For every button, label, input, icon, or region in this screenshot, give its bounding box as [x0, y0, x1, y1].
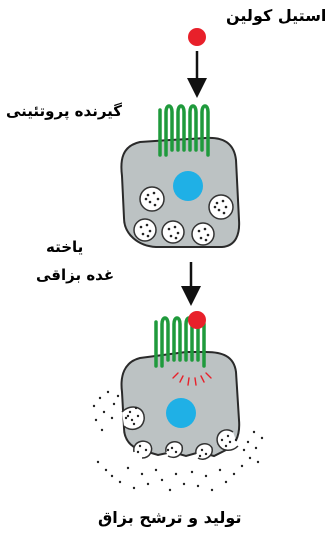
- gland-cell-label-line2: غده بزاقی: [36, 266, 114, 284]
- nucleus: [173, 171, 203, 201]
- gland-cell-label-line1: یاخته: [46, 238, 83, 256]
- protein-receptor-label: گیرنده پروتئینی: [6, 102, 122, 120]
- acetylcholine-label: استیل کولین: [226, 6, 326, 25]
- gland-cell-stimulated: [122, 352, 240, 459]
- gland-cell-resting: [121, 138, 239, 247]
- nucleus: [166, 398, 196, 428]
- acetylcholine-molecule: [188, 28, 206, 46]
- saliva-production-label: تولید و ترشح بزاق: [98, 508, 241, 527]
- protein-receptor: [160, 106, 208, 155]
- acetylcholine-bound: [188, 311, 206, 329]
